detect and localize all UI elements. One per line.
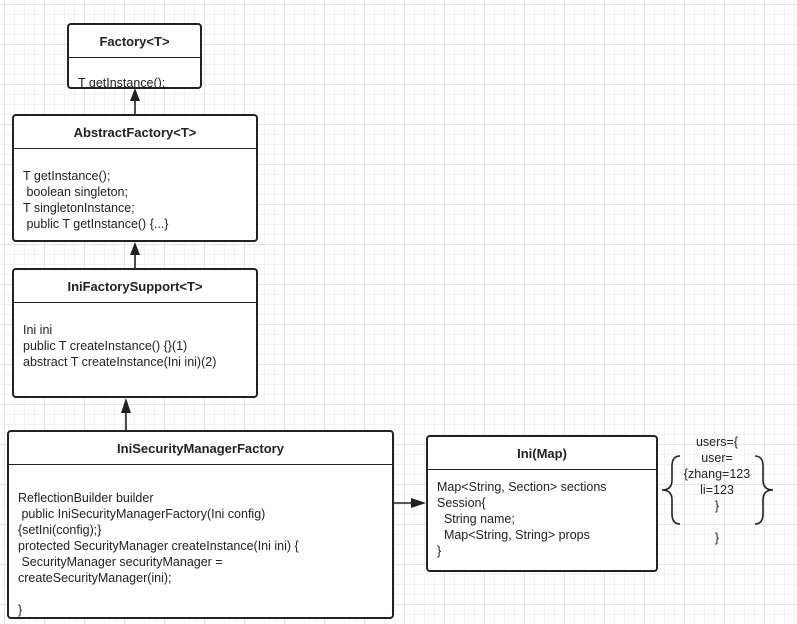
class-ini-security-manager-factory-body: ReflectionBuilder builder public IniSecu… (9, 465, 392, 617)
member-line: boolean singleton; (23, 185, 128, 199)
member-line: abstract T createInstance(Ini ini)(2) (23, 355, 217, 369)
arrowhead-to-ini-factory-support (121, 398, 131, 413)
class-ini-factory-support[interactable]: IniFactorySupport<T> Ini ini public T cr… (12, 268, 258, 398)
member-line: {setIni(config);} (18, 523, 102, 537)
member-line: Map<String, String> props (437, 528, 590, 542)
class-abstract-factory[interactable]: AbstractFactory<T> T getInstance(); bool… (12, 114, 258, 242)
member-line: protected SecurityManager createInstance… (18, 539, 299, 553)
class-factory-title: Factory<T> (69, 25, 200, 58)
member-line: public T createInstance() {}(1) (23, 339, 188, 353)
member-line: } (18, 603, 23, 617)
class-factory-body: T getInstance(); (69, 58, 200, 89)
class-ini-security-manager-factory[interactable]: IniSecurityManagerFactory ReflectionBuil… (7, 430, 394, 619)
class-abstract-factory-title: AbstractFactory<T> (14, 116, 256, 149)
member-line: T getInstance(); (78, 76, 166, 89)
class-abstract-factory-body: T getInstance(); boolean singleton; T si… (14, 149, 256, 232)
note-line: } (714, 531, 720, 545)
arrowhead-to-factory (130, 88, 140, 101)
member-line: T getInstance(); (23, 169, 111, 183)
left-brace (661, 455, 681, 525)
member-line: public IniSecurityManagerFactory(Ini con… (18, 507, 266, 521)
class-ini-factory-support-title: IniFactorySupport<T> (14, 270, 256, 303)
member-line: T singletonInstance; (23, 201, 135, 215)
class-ini-map[interactable]: Ini(Map) Map<String, Section> sections S… (426, 435, 658, 572)
arrowhead-to-abstract-factory (130, 242, 140, 255)
class-ini-map-body: Map<String, Section> sections Session{ S… (428, 470, 656, 559)
member-line: } (437, 544, 442, 558)
note-line: {zhang=123 (683, 467, 751, 481)
member-line: String name; (437, 512, 515, 526)
arrowhead-to-ini-map (411, 498, 426, 508)
member-line (18, 586, 383, 602)
class-ini-security-manager-factory-title: IniSecurityManagerFactory (9, 432, 392, 465)
right-brace (754, 455, 774, 525)
member-line: ReflectionBuilder builder (18, 491, 154, 505)
note-line (675, 514, 759, 530)
class-ini-map-title: Ini(Map) (428, 437, 656, 470)
note-line: li=123 (700, 483, 734, 497)
member-line: Ini ini (23, 323, 53, 337)
users-config-note[interactable]: users={ user= {zhang=123 li=123 } } (675, 434, 759, 546)
class-factory[interactable]: Factory<T> T getInstance(); (67, 23, 202, 89)
note-line: user= (701, 451, 733, 465)
note-line: } (714, 499, 720, 513)
member-line: Session{ (437, 496, 486, 510)
member-line: createSecurityManager(ini); (18, 571, 172, 585)
note-line: users={ (695, 435, 739, 449)
class-ini-factory-support-body: Ini ini public T createInstance() {}(1) … (14, 303, 256, 370)
member-line: SecurityManager securityManager = (18, 555, 223, 569)
member-line: public T getInstance() {...} (23, 217, 169, 231)
member-line: Map<String, Section> sections (437, 480, 607, 494)
